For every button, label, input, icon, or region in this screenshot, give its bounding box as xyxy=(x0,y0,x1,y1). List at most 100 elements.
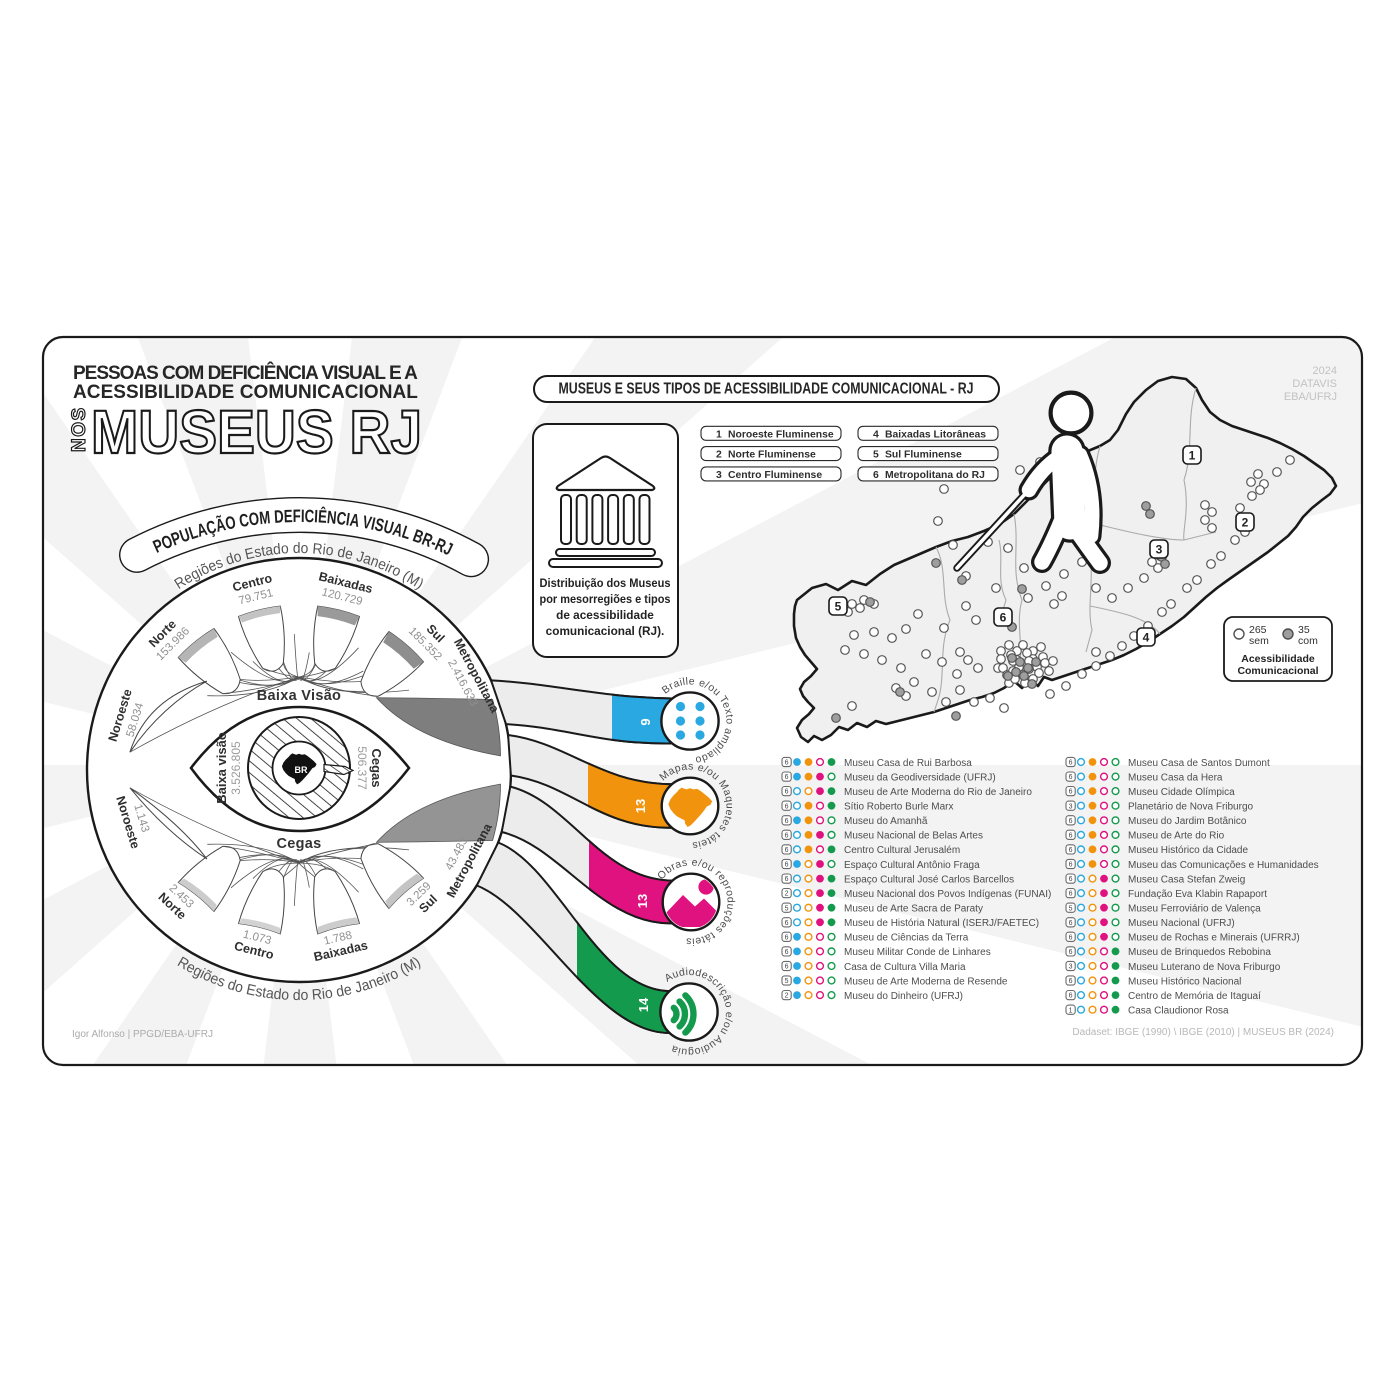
svg-text:Fundação Eva Klabin Rapaport: Fundação Eva Klabin Rapaport xyxy=(1128,889,1267,900)
svg-text:Museu Luterano de Nova Friburg: Museu Luterano de Nova Friburgo xyxy=(1128,962,1281,973)
svg-text:6: 6 xyxy=(785,964,789,971)
svg-text:6: 6 xyxy=(1069,760,1073,767)
svg-text:Baixadas Litorâneas: Baixadas Litorâneas xyxy=(885,429,986,440)
svg-text:506.377: 506.377 xyxy=(355,746,369,790)
svg-text:Museu Nacional (UFRJ): Museu Nacional (UFRJ) xyxy=(1128,918,1235,929)
svg-text:5: 5 xyxy=(785,905,789,912)
svg-text:6: 6 xyxy=(785,862,789,869)
svg-text:6: 6 xyxy=(1069,876,1073,883)
svg-text:5: 5 xyxy=(873,450,879,461)
svg-text:5: 5 xyxy=(835,600,842,614)
svg-text:2: 2 xyxy=(785,993,789,1000)
svg-text:Museu Casa Stefan Zweig: Museu Casa Stefan Zweig xyxy=(1128,874,1245,885)
svg-text:Baixa Visão: Baixa Visão xyxy=(257,688,341,704)
svg-text:13: 13 xyxy=(635,894,650,908)
svg-text:Centro Cultural Jerusalém: Centro Cultural Jerusalém xyxy=(844,845,960,856)
svg-text:PESSOAS COM DEFICIÊNCIA VISUAL: PESSOAS COM DEFICIÊNCIA VISUAL E A xyxy=(73,362,418,384)
svg-text:Museu de Rochas e Minerais (UF: Museu de Rochas e Minerais (UFRRJ) xyxy=(1128,933,1300,944)
svg-text:6: 6 xyxy=(785,833,789,840)
svg-text:6: 6 xyxy=(785,774,789,781)
svg-text:Metropolitana do RJ: Metropolitana do RJ xyxy=(885,470,985,481)
svg-text:Centro Fluminense: Centro Fluminense xyxy=(728,470,822,481)
svg-text:Museu Histórico Nacional: Museu Histórico Nacional xyxy=(1128,976,1241,987)
svg-text:Sítio Roberto Burle Marx: Sítio Roberto Burle Marx xyxy=(844,802,954,813)
svg-text:Museu de História Natural (ISE: Museu de História Natural (ISERJ/FAETEC) xyxy=(844,918,1039,929)
svg-text:NOS: NOS xyxy=(69,406,90,452)
svg-text:4: 4 xyxy=(873,429,879,440)
svg-text:Museu de Arte do Rio: Museu de Arte do Rio xyxy=(1128,831,1225,842)
svg-text:6: 6 xyxy=(873,470,879,481)
svg-text:Museu Casa da Hera: Museu Casa da Hera xyxy=(1128,772,1223,783)
svg-text:Distribuição dos Museus: Distribuição dos Museus xyxy=(540,576,671,590)
svg-text:Museu de Arte Sacra de Paraty: Museu de Arte Sacra de Paraty xyxy=(844,904,983,915)
svg-text:por mesorregiões e tipos: por mesorregiões e tipos xyxy=(540,592,671,606)
svg-text:ACESSIBILIDADE COMUNICACIONAL: ACESSIBILIDADE COMUNICACIONAL xyxy=(73,382,418,403)
svg-text:6: 6 xyxy=(1069,978,1073,985)
svg-text:6: 6 xyxy=(785,949,789,956)
svg-text:Museu Cidade Olímpica: Museu Cidade Olímpica xyxy=(1128,787,1235,798)
svg-text:Museu Ferroviário de Valença: Museu Ferroviário de Valença xyxy=(1128,904,1261,915)
svg-text:Acessibilidade: Acessibilidade xyxy=(1241,653,1315,665)
svg-text:com: com xyxy=(1298,635,1318,647)
svg-text:6: 6 xyxy=(785,920,789,927)
svg-text:5: 5 xyxy=(785,978,789,985)
svg-text:Centro de Memória de Itaguaí: Centro de Memória de Itaguaí xyxy=(1128,991,1261,1002)
svg-text:Museu de Ciências da Terra: Museu de Ciências da Terra xyxy=(844,933,969,944)
svg-text:Museu Casa de Rui Barbosa: Museu Casa de Rui Barbosa xyxy=(844,758,972,769)
svg-text:comunicacional (RJ).: comunicacional (RJ). xyxy=(546,624,665,638)
svg-text:6: 6 xyxy=(785,789,789,796)
svg-text:9: 9 xyxy=(638,718,653,725)
svg-text:6: 6 xyxy=(1069,789,1073,796)
svg-text:Museu do Amanhã: Museu do Amanhã xyxy=(844,816,928,827)
svg-text:1: 1 xyxy=(716,429,722,440)
svg-text:Museu Militar Conde de Linhare: Museu Militar Conde de Linhares xyxy=(844,947,991,958)
svg-text:3.526.805: 3.526.805 xyxy=(229,741,243,795)
svg-text:6: 6 xyxy=(785,847,789,854)
svg-text:Casa de Cultura Villa Maria: Casa de Cultura Villa Maria xyxy=(844,962,966,973)
svg-text:Museu das Comunicações e Human: Museu das Comunicações e Humanidades xyxy=(1128,860,1319,871)
svg-text:6: 6 xyxy=(1069,847,1073,854)
svg-text:1: 1 xyxy=(1069,1007,1073,1014)
svg-text:35: 35 xyxy=(1298,624,1310,636)
svg-text:Museu Histórico da Cidade: Museu Histórico da Cidade xyxy=(1128,845,1248,856)
svg-text:MUSEUS E SEUS TIPOS DE ACESSIB: MUSEUS E SEUS TIPOS DE ACESSIBILIDADE CO… xyxy=(559,381,974,398)
svg-text:Comunicacional: Comunicacional xyxy=(1237,665,1318,677)
svg-text:Dadaset: IBGE (1990) \ IBGE (2: Dadaset: IBGE (1990) \ IBGE (2010) | MUS… xyxy=(1072,1027,1334,1038)
svg-text:6: 6 xyxy=(1000,611,1007,625)
svg-text:Museu Casa de Santos Dumont: Museu Casa de Santos Dumont xyxy=(1128,758,1270,769)
svg-text:3: 3 xyxy=(1069,964,1073,971)
svg-text:Casa Claudionor Rosa: Casa Claudionor Rosa xyxy=(1128,1006,1229,1017)
svg-text:BR: BR xyxy=(295,765,308,775)
svg-text:Cegas: Cegas xyxy=(276,836,321,852)
svg-text:13: 13 xyxy=(633,799,648,813)
svg-text:EBA/UFRJ: EBA/UFRJ xyxy=(1284,391,1337,403)
svg-text:6: 6 xyxy=(785,876,789,883)
svg-text:6: 6 xyxy=(1069,920,1073,927)
svg-text:Baixa visão: Baixa visão xyxy=(214,732,229,804)
svg-text:sem: sem xyxy=(1249,635,1269,647)
svg-text:Museu de Brinquedos Rebobina: Museu de Brinquedos Rebobina xyxy=(1128,947,1271,958)
svg-text:Norte Fluminense: Norte Fluminense xyxy=(728,450,816,461)
svg-text:2: 2 xyxy=(1242,516,1249,530)
svg-text:6: 6 xyxy=(1069,891,1073,898)
svg-text:Sul Fluminense: Sul Fluminense xyxy=(885,450,962,461)
svg-text:265: 265 xyxy=(1249,624,1267,636)
svg-text:Espaço Cultural José Carlos Ba: Espaço Cultural José Carlos Barcellos xyxy=(844,874,1014,885)
svg-text:6: 6 xyxy=(1069,934,1073,941)
svg-text:Espaço Cultural Antônio Fraga: Espaço Cultural Antônio Fraga xyxy=(844,860,980,871)
svg-text:Noroeste Fluminense: Noroeste Fluminense xyxy=(728,429,834,440)
svg-text:Museu de Arte Moderna do Rio d: Museu de Arte Moderna do Rio de Janeiro xyxy=(844,787,1032,798)
svg-text:3: 3 xyxy=(1156,543,1163,557)
svg-text:6: 6 xyxy=(1069,949,1073,956)
svg-text:2: 2 xyxy=(785,891,789,898)
svg-text:3: 3 xyxy=(1069,803,1073,810)
svg-text:Museu da Geodiversidade (UFRJ): Museu da Geodiversidade (UFRJ) xyxy=(844,772,996,783)
svg-text:Planetário de Nova Friburgo: Planetário de Nova Friburgo xyxy=(1128,802,1254,813)
svg-text:14: 14 xyxy=(636,997,651,1012)
svg-text:2024: 2024 xyxy=(1313,365,1337,377)
svg-text:Museu de Arte Moderna de Resen: Museu de Arte Moderna de Resende xyxy=(844,976,1008,987)
svg-text:6: 6 xyxy=(1069,993,1073,1000)
svg-text:6: 6 xyxy=(1069,862,1073,869)
svg-text:1: 1 xyxy=(1189,449,1196,463)
svg-text:4: 4 xyxy=(1143,631,1150,645)
